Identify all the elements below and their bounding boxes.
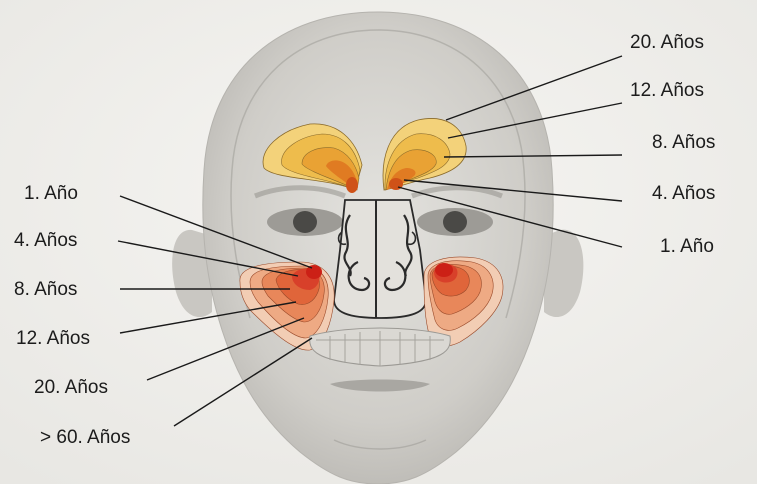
label-right-8-anos: 8. Años [652, 132, 715, 154]
label-left-60-anos: > 60. Años [40, 427, 130, 449]
label-right-1-ano: 1. Año [660, 236, 714, 258]
nasal-cavity [334, 200, 426, 318]
label-left-12-anos: 12. Años [16, 328, 90, 350]
label-left-20-anos: 20. Años [34, 377, 108, 399]
label-left-1-ano: 1. Año [24, 183, 78, 205]
label-left-4-anos: 4. Años [14, 230, 77, 252]
label-left-8-anos: 8. Años [14, 279, 77, 301]
label-right-12-anos: 12. Años [630, 80, 704, 102]
label-right-20-anos: 20. Años [630, 32, 704, 54]
left-iris [293, 211, 317, 233]
right-iris [443, 211, 467, 233]
label-right-4-anos: 4. Años [652, 183, 715, 205]
